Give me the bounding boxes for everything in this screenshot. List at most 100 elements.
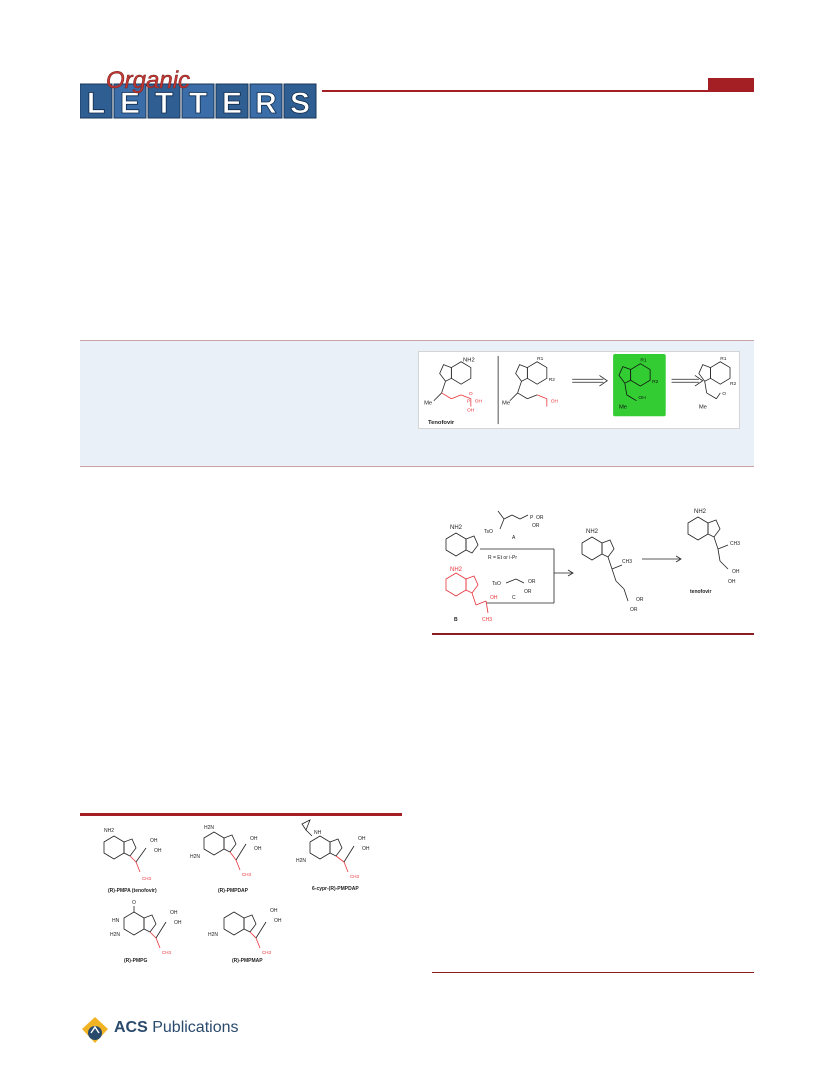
acs-logo-icon bbox=[82, 1017, 108, 1043]
toc-o-label-2: O bbox=[722, 391, 726, 397]
logo-letter-6: R bbox=[255, 87, 277, 120]
cypr-oh-2: OH bbox=[362, 846, 370, 852]
pmpa-ch3: CH3 bbox=[142, 876, 151, 881]
logo-letter-7: S bbox=[290, 87, 310, 120]
cypr-ch3: CH3 bbox=[350, 874, 359, 879]
reagent-c-or: OR bbox=[528, 579, 536, 585]
r-definition: R = Et or i-Pr bbox=[488, 555, 517, 561]
diester-ch3: CH3 bbox=[622, 559, 632, 565]
tenofovir-product-structure bbox=[687, 516, 729, 570]
scheme-nh2-label-3: NH2 bbox=[586, 529, 599, 535]
pmpdap-oh-2: OH bbox=[254, 846, 262, 852]
scheme-nh2-label-2: NH2 bbox=[450, 567, 463, 573]
compound-pmpa: NH2 OH OH CH3 (R)-PMPA (tenofovir) bbox=[103, 828, 162, 894]
toc-oh-label-2: OH bbox=[467, 407, 475, 413]
pmpg-o: O bbox=[132, 900, 136, 906]
cypr-label: 6-cypr-(R)-PMPDAP bbox=[312, 886, 359, 892]
toc-r2-label-3: R2 bbox=[730, 381, 737, 387]
adenine-structure bbox=[445, 532, 479, 557]
pmpg-oh: OH bbox=[170, 910, 178, 916]
product-ch3: CH3 bbox=[730, 541, 740, 547]
diester-structure bbox=[581, 536, 629, 602]
pmpdap-h2n-top: H2N bbox=[204, 825, 214, 831]
cypr-nh: NH bbox=[314, 830, 322, 836]
diester-or: OR bbox=[636, 597, 644, 603]
tenofovir-product-label: tenofovir bbox=[690, 589, 711, 595]
pmpdap-label: (R)-PMPDAP bbox=[218, 888, 249, 894]
pmpmap-h2n: H2N bbox=[208, 932, 218, 938]
product-oh: OH bbox=[732, 569, 740, 575]
diester-or-2: OR bbox=[630, 607, 638, 613]
toc-p-label: P bbox=[467, 399, 470, 405]
logo-script: Organic bbox=[106, 67, 190, 94]
intermediate-structure bbox=[509, 361, 548, 401]
logo-letter-2: E bbox=[120, 87, 140, 120]
toc-oh-label-4: OH bbox=[638, 395, 646, 401]
header-rule bbox=[322, 90, 754, 92]
header-tab bbox=[708, 78, 754, 92]
acs-publications-wordmark[interactable]: ACS Publications bbox=[114, 1019, 239, 1037]
organic-letters-logo: L E T T E R S Organic bbox=[80, 67, 317, 120]
pmpg-h2n: H2N bbox=[110, 932, 120, 938]
scheme-nh2-label-1: NH2 bbox=[450, 525, 463, 531]
pmpdap-ch3: CH3 bbox=[242, 872, 251, 877]
toc-graphic: NH2 Me O P OH OH Tenofovir R1 R2 Me OH R… bbox=[418, 351, 740, 429]
toc-r1-label: R1 bbox=[537, 356, 544, 362]
column-bottom-rule bbox=[432, 972, 754, 973]
compound-cypr-pmpdap: NH H2N OH OH CH3 6-cypr-(R)-PMPDAP bbox=[296, 819, 370, 892]
pmpmap-ch3: CH3 bbox=[262, 950, 271, 955]
compound-pmpg: O HN H2N OH OH CH3 (R)-PMPG bbox=[110, 900, 182, 964]
toc-o-label: O bbox=[469, 391, 473, 397]
logo-letter-4: T bbox=[189, 87, 207, 120]
figure-1: NH2 OH OH CH3 (R)-PMPA (tenofovir) H2N H… bbox=[103, 819, 370, 964]
logo-letter-3: T bbox=[155, 87, 173, 120]
reagent-a-structure bbox=[497, 510, 529, 530]
toc-r2-label-2: R2 bbox=[652, 379, 659, 385]
reagent-c-label: C bbox=[512, 595, 516, 601]
compound-pmpmap: H2N OH OH CH3 (R)-PMPMAP bbox=[208, 908, 282, 964]
pmpa-label: (R)-PMPA (tenofovir) bbox=[108, 888, 157, 894]
compound-b-ch3: CH3 bbox=[482, 617, 492, 623]
toc-r1-label-2: R1 bbox=[640, 358, 647, 364]
toc-me-label-4: Me bbox=[699, 405, 707, 411]
compound-b-structure bbox=[445, 572, 489, 614]
toc-me-label: Me bbox=[424, 401, 432, 407]
reagent-c-tso: TsO bbox=[492, 581, 501, 587]
pmpa-oh-2: OH bbox=[154, 848, 162, 854]
toc-me-label-3: Me bbox=[619, 405, 627, 411]
toc-me-label-2: Me bbox=[502, 401, 510, 407]
tenofovir-structure bbox=[433, 361, 472, 401]
toc-nh2-label: NH2 bbox=[463, 358, 475, 364]
logo-tiles bbox=[80, 83, 317, 119]
reagent-a-or-2: OR bbox=[532, 523, 540, 529]
pmpa-nh2: NH2 bbox=[104, 828, 114, 834]
scheme-1: NH2 P OR OR TsO A R = Et or i-Pr TsO OR … bbox=[445, 509, 740, 623]
pmpa-oh: OH bbox=[150, 838, 158, 844]
pmpg-ch3: CH3 bbox=[162, 950, 171, 955]
pmpdap-oh: OH bbox=[250, 836, 258, 842]
toc-r1-label-3: R1 bbox=[720, 356, 727, 362]
reagent-a-label: A bbox=[512, 535, 516, 541]
pmpg-label: (R)-PMPG bbox=[124, 958, 147, 964]
pmpmap-label: (R)-PMPMAP bbox=[232, 958, 263, 964]
compound-pmpdap: H2N H2N OH OH CH3 (R)-PMPDAP bbox=[190, 825, 262, 894]
reagent-c-or-2: OR bbox=[524, 589, 532, 595]
toc-oh-label: OH bbox=[475, 399, 483, 405]
toc-oh-label-3: OH bbox=[551, 399, 559, 405]
acs-wordmark-bold: ACS bbox=[114, 1019, 148, 1036]
pmpg-oh-2: OH bbox=[174, 920, 182, 926]
toc-r2-label: R2 bbox=[549, 377, 556, 383]
reagent-a-or: OR bbox=[536, 515, 544, 521]
tenofovir-label: Tenofovir bbox=[428, 420, 455, 426]
scheme-1-rule bbox=[432, 633, 754, 635]
pmpg-hn: HN bbox=[112, 918, 120, 924]
pmpmap-oh-2: OH bbox=[274, 918, 282, 924]
reagent-a-p: P bbox=[530, 515, 534, 521]
acs-wordmark-rest: Publications bbox=[147, 1019, 239, 1036]
scheme-nh2-label-4: NH2 bbox=[694, 509, 707, 515]
logo-letter-1: L bbox=[87, 87, 105, 120]
cypr-oh: OH bbox=[358, 836, 366, 842]
logo-letter-5: E bbox=[222, 87, 242, 120]
product-oh-2: OH bbox=[728, 579, 736, 585]
compound-b-label: B bbox=[454, 617, 458, 623]
